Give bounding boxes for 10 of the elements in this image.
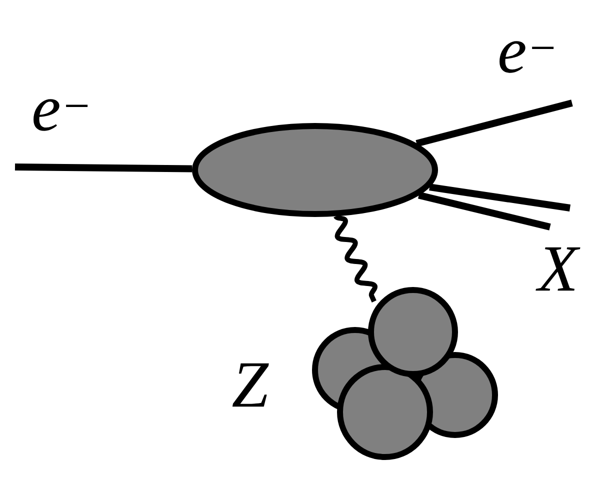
edge-label: e$^{−}$ — [500, 41, 554, 73]
particle-line — [416, 100, 573, 147]
nucleus-drawing — [312, 287, 498, 460]
interaction-blob — [192, 123, 438, 217]
particle-line — [429, 184, 571, 212]
particle-line — [418, 192, 551, 230]
node-label: Z — [232, 363, 269, 407]
edge-label: e$^{−}$ — [34, 99, 88, 131]
edge-label: X — [536, 247, 580, 291]
particle-line — [14, 164, 192, 172]
